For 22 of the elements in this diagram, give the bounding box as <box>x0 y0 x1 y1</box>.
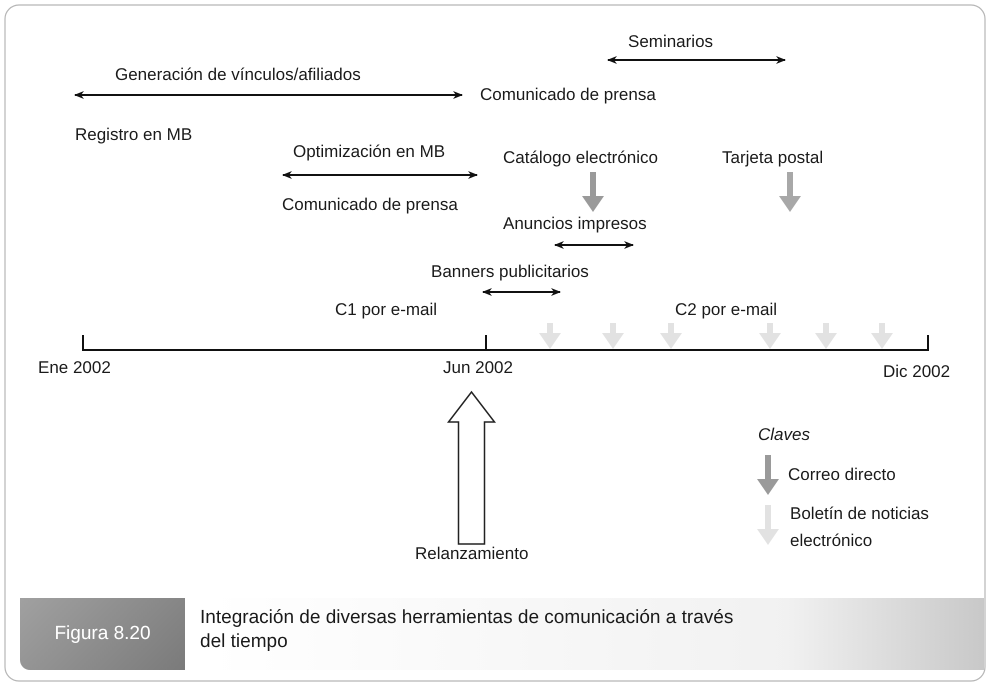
activity-label: Optimización en MB <box>293 142 446 162</box>
activity-label: Comunicado de prensa <box>480 85 656 105</box>
activity-label: Seminarios <box>628 32 714 52</box>
legend-title: Claves <box>758 425 810 445</box>
date-label: Jun 2002 <box>443 358 513 378</box>
activity-label: Generación de vínculos/afiliados <box>115 65 361 85</box>
figure-caption: Integración de diversas herramientas de comunicación a través del tiempo <box>200 606 734 654</box>
activity-label: C1 por e-mail <box>335 300 438 320</box>
legend-label: Correo directo <box>788 464 897 486</box>
activity-label: Banners publicitarios <box>431 262 589 282</box>
block-arrow <box>446 390 496 545</box>
activity-label: Catálogo electrónico <box>503 148 658 168</box>
activity-label: Anuncios impresos <box>503 214 647 234</box>
activity-label: C2 por e-mail <box>675 300 778 320</box>
activity-label: Registro en MB <box>75 125 192 145</box>
date-label: Ene 2002 <box>38 358 111 378</box>
date-label: Dic 2002 <box>883 362 950 382</box>
event-label: Relanzamiento <box>415 544 528 564</box>
activity-label: Tarjeta postal <box>722 148 824 168</box>
figure-number: Figura 8.20 <box>20 598 185 670</box>
activity-label: Comunicado de prensa <box>282 195 458 215</box>
legend-label: Boletín de noticias electrónico <box>790 503 930 552</box>
